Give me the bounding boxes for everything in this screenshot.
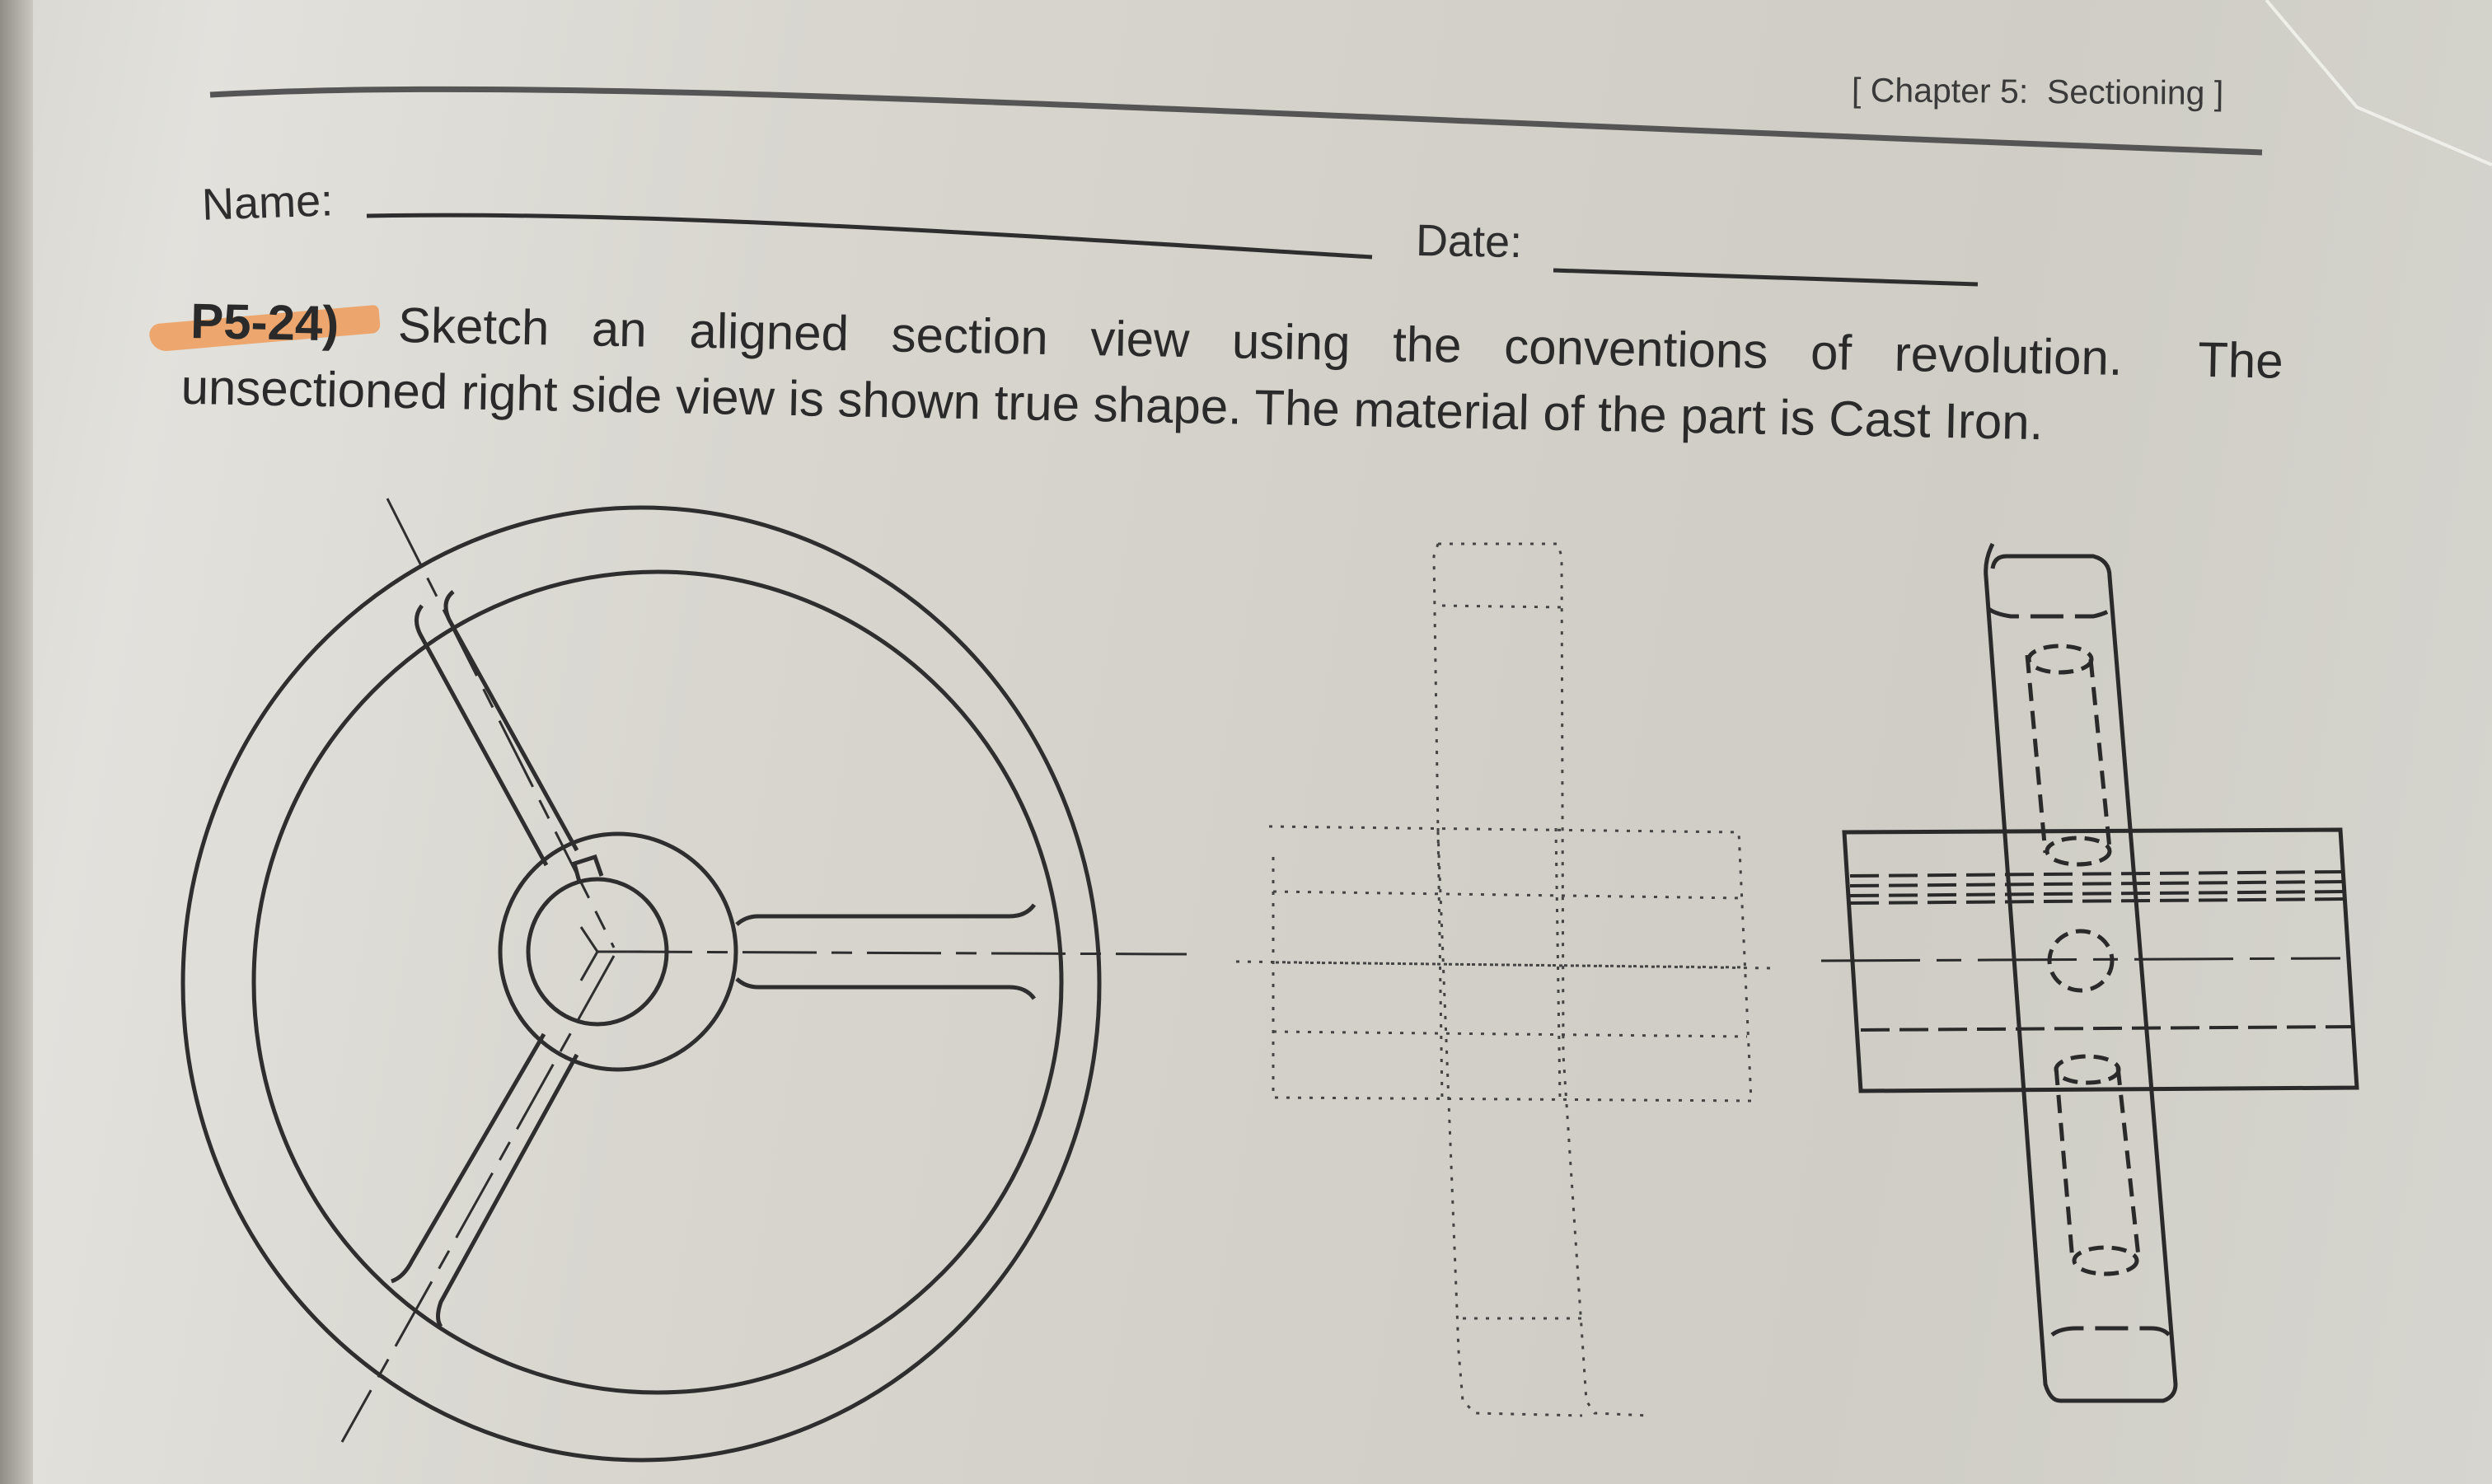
spoke-lower-left [391, 1032, 579, 1328]
center-line-upper-left [386, 498, 616, 948]
rim-outer-circle [180, 505, 1102, 1463]
bore-y-mark [579, 926, 643, 981]
hub-outer-circle [498, 831, 738, 1072]
answer-sketch-grid[interactable] [1235, 542, 1773, 1417]
spoke-upper-left [415, 590, 579, 867]
header-rule [209, 86, 2263, 156]
center-line-horizontal [617, 950, 1187, 956]
page-edge-shadow [0, 0, 33, 1484]
hub-rectangle [1842, 827, 2359, 1093]
rim-bar-bottom-cap [2050, 1326, 2171, 1337]
rim-bar-top-cap [1986, 606, 2115, 619]
spoke-right [735, 903, 1037, 1000]
upper-hidden-cylinder [2025, 654, 2112, 854]
page-corner-fold [2265, 0, 2492, 166]
center-hole-hidden [2047, 929, 2115, 993]
hidden-bore-lines [1849, 870, 2354, 1032]
date-field-line[interactable] [1553, 268, 1979, 287]
center-line-lower-left [340, 955, 616, 1443]
side-center-line [1820, 957, 2341, 962]
side-view [1820, 542, 2359, 1403]
name-field-line[interactable] [366, 213, 1373, 260]
rim-inner-circle [251, 569, 1064, 1395]
handwheel-front-view [180, 498, 1187, 1463]
lower-hidden-cylinder [2054, 1066, 2141, 1262]
rim-bar [1984, 542, 2178, 1403]
